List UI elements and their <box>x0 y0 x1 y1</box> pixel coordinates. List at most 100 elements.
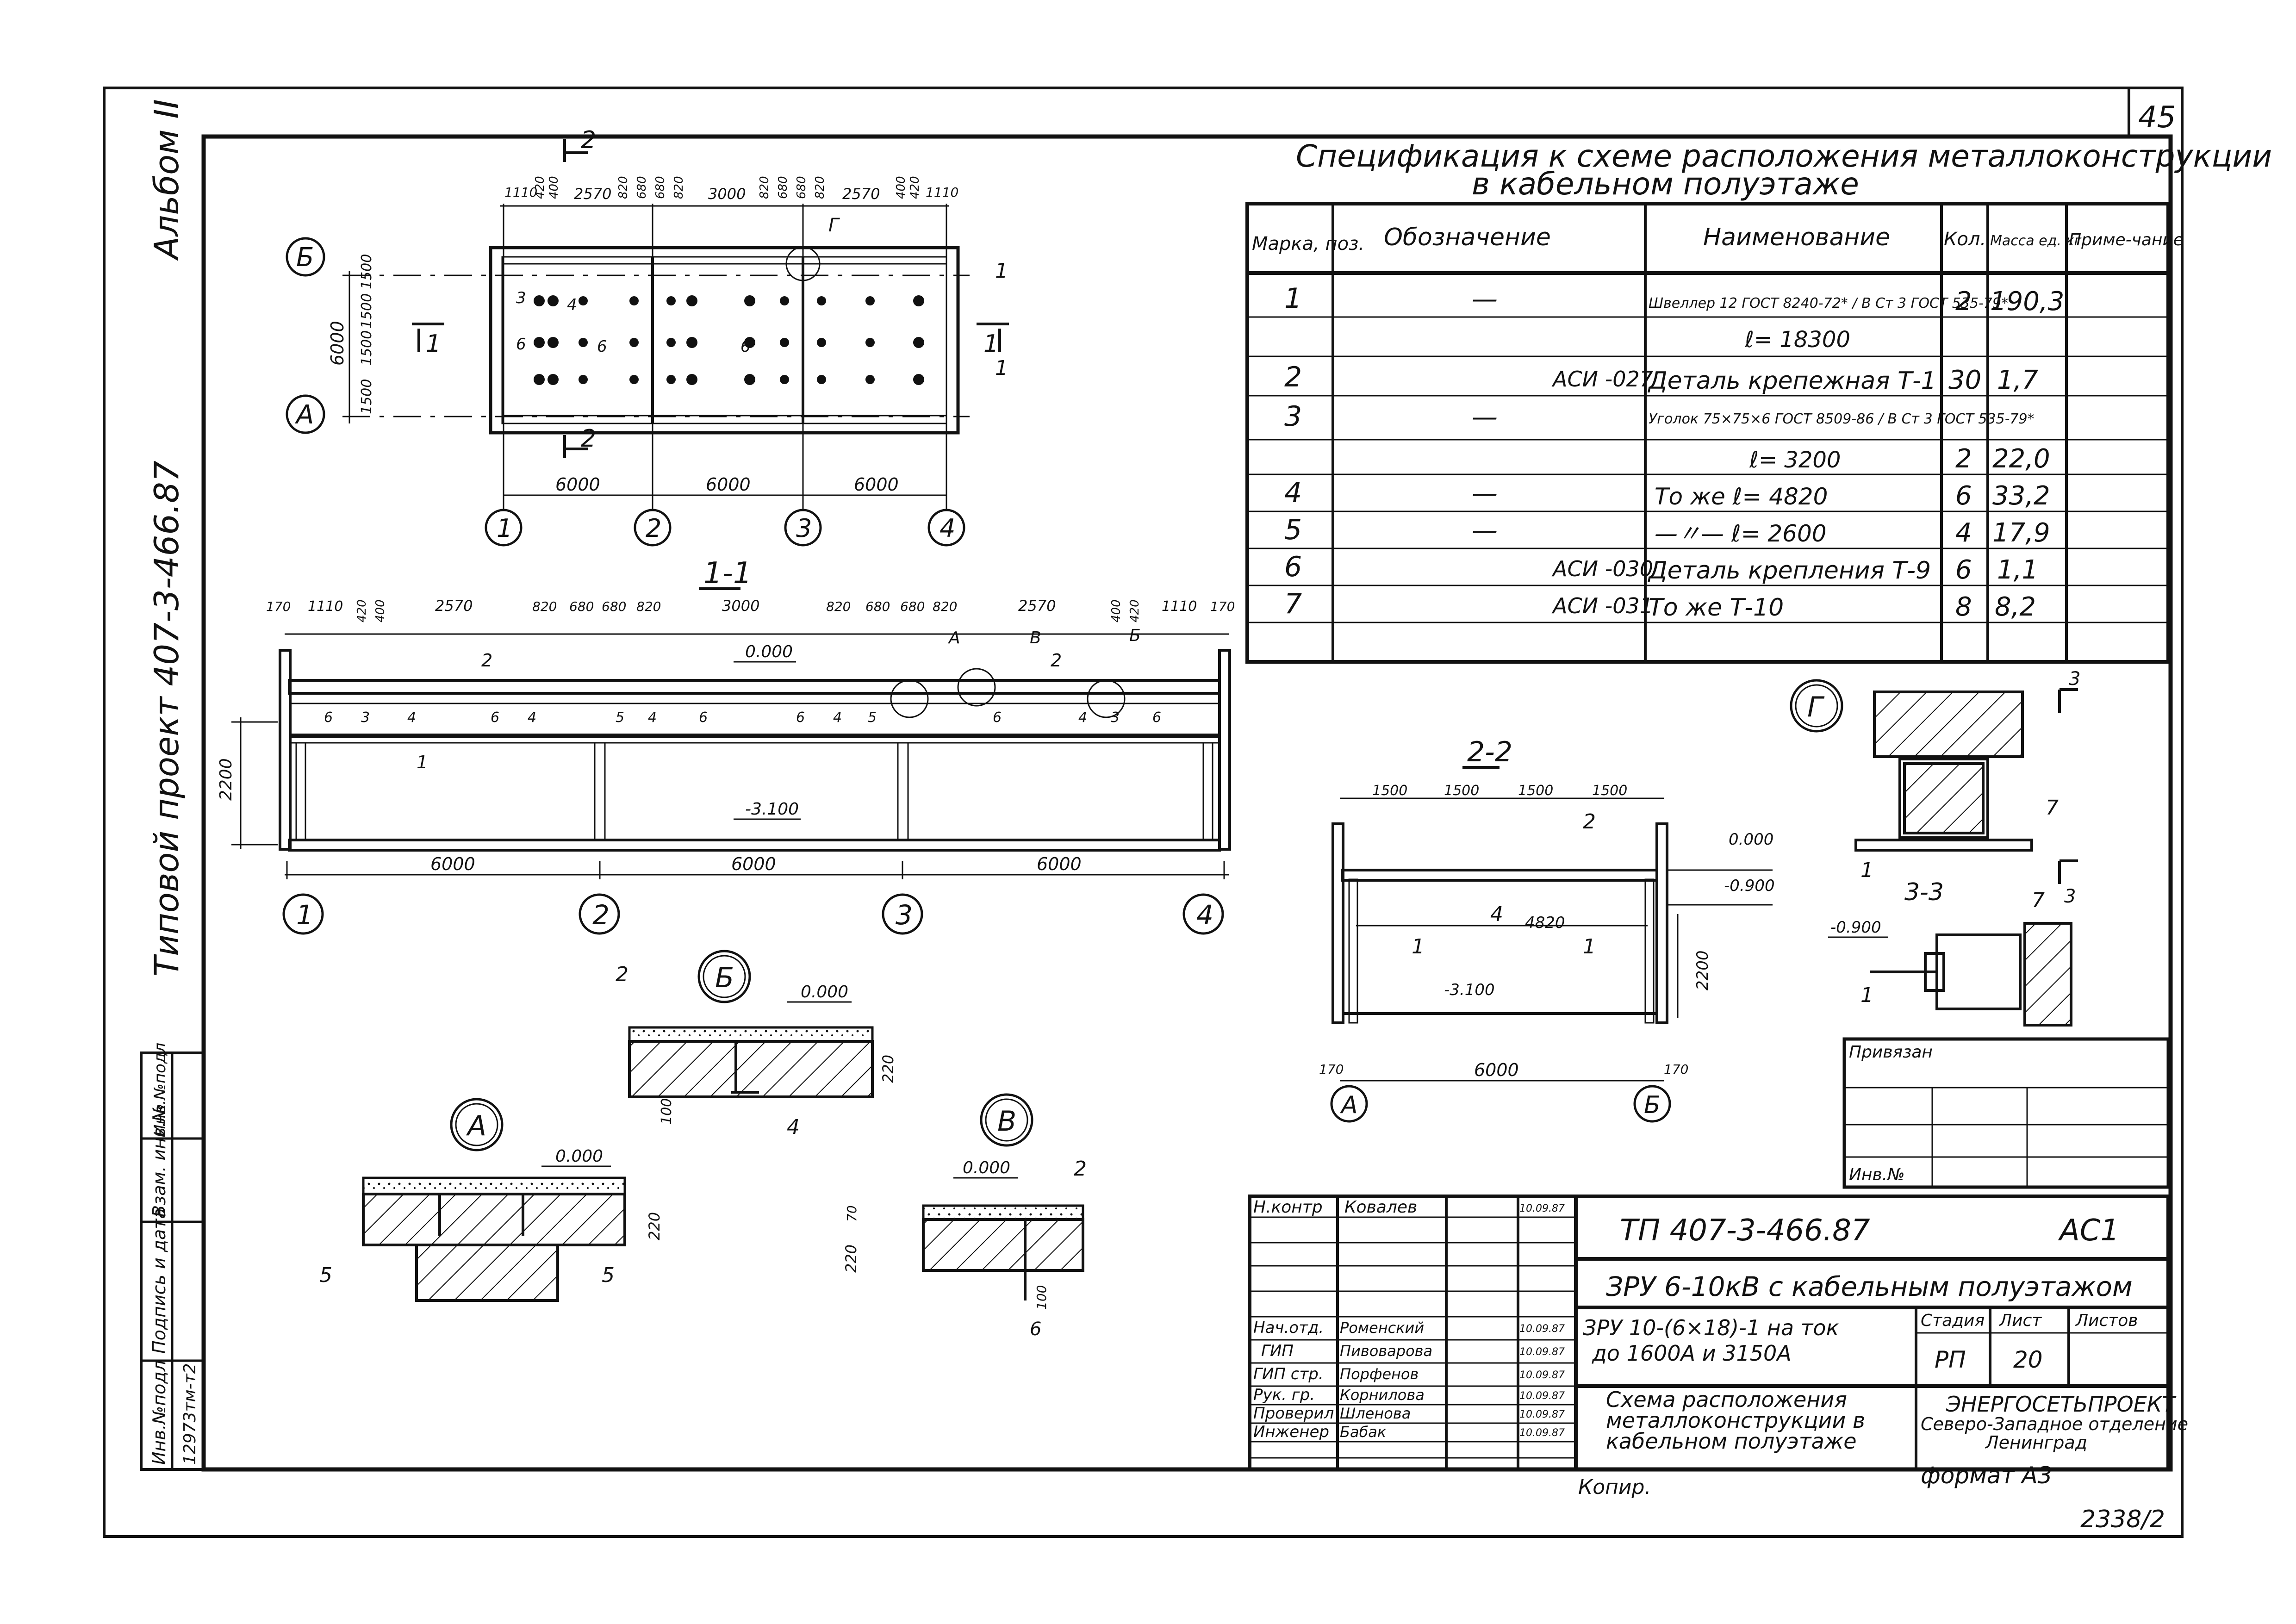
node-b-dim: 100 <box>659 1098 675 1125</box>
spec-row: 5 — —〃— ℓ= 2600 4 17,9 <box>1284 514 2050 548</box>
plan-depth-dim: 6000 <box>327 321 348 366</box>
section11-top-dim: 680 <box>865 599 890 614</box>
section11-pos: 5 <box>616 709 624 726</box>
plan-top-dim: 420 <box>533 176 547 199</box>
spec-row: 3 — Уголок 75×75×6 ГОСТ 8509-86 / В Ст 3… <box>1284 400 2035 433</box>
section11-height: 2200 <box>217 758 236 801</box>
section11-pos: 6 <box>324 709 333 726</box>
title-org-line1: ЭНЕРГОСЕТЬПРОЕКТ <box>1946 1392 2177 1417</box>
section22-top-dim: 1500 <box>1372 783 1407 799</box>
node-b-level: 0.000 <box>801 983 848 1002</box>
spec-cell-mass: 33,2 <box>1992 481 2050 511</box>
plan-top-dim: 680 <box>635 176 649 199</box>
section11-top-dim: 820 <box>933 599 957 614</box>
section11-pos: 2 <box>481 650 492 671</box>
section11-pos: 5 <box>868 709 877 726</box>
spec-cell-name: ℓ= 3200 <box>1749 447 1841 473</box>
plan-pos-label: 4 <box>567 296 577 314</box>
stamp-inv-top: Инв.№подл <box>151 1043 169 1136</box>
plan-section-mark: 2 <box>581 425 596 453</box>
spec-cell-name: То же ℓ= 4820 <box>1655 483 1828 510</box>
section11-top-dim: 400 <box>1109 599 1123 622</box>
plan-pos-label: 3 <box>516 289 526 307</box>
node-a-title: А <box>466 1110 486 1142</box>
staff-role: Нач.отд. <box>1253 1319 1324 1337</box>
spec-header-row: Марка, поз. Обозначение Наименование Кол… <box>1252 224 2184 255</box>
title-sheet: 20 <box>2013 1346 2043 1373</box>
node-a-dim: 220 <box>646 1212 663 1240</box>
section11-span: 6000 <box>1037 854 1082 874</box>
section11-pos: 6 <box>491 709 499 726</box>
section11-span: 6000 <box>731 854 776 874</box>
node-v-dim: 220 <box>842 1244 860 1273</box>
node-g-section: 3 <box>2064 886 2076 907</box>
plan-span-dim: 6000 <box>854 474 899 495</box>
section22-axis: А <box>1340 1091 1358 1119</box>
plan-left-dim: 1500 <box>359 254 375 289</box>
plan-section-mark: 1 <box>983 330 999 358</box>
staff-role: Инженер <box>1253 1423 1329 1441</box>
spec-cell-pos: 4 <box>1284 477 1302 509</box>
title-stage: РП <box>1935 1346 1966 1373</box>
section11-top-dim: 680 <box>602 599 626 614</box>
spec-cell-name: То же Т-10 <box>1649 594 1784 622</box>
stamp-vzam-inv: Взам. инв.№ <box>149 1103 169 1217</box>
section11-level-bottom: -3.100 <box>745 800 799 819</box>
stamp-inv-podl: Инв.№подл <box>149 1360 169 1465</box>
spec-row: ℓ= 3200 2 22,0 <box>1749 444 2050 474</box>
spec-table <box>1245 202 2170 664</box>
node-a-pos: 5 <box>602 1263 615 1287</box>
title-object: ЗРУ 6-10кВ с кабельным полуэтажом <box>1606 1271 2133 1302</box>
section22-structure <box>1332 797 1773 1082</box>
staff-date: 10.09.87 <box>1519 1203 1565 1214</box>
node-a: А 0.000 220 5 5 <box>319 1098 663 1302</box>
section11-top-dim: 1110 <box>308 598 343 615</box>
plan-bolts <box>534 295 924 385</box>
spec-header-mass: Масса ед. кг <box>1990 233 2082 249</box>
sheet-number: 45 <box>2138 100 2176 135</box>
plan-view <box>342 139 1009 509</box>
album-label: Альбом II <box>147 99 186 261</box>
spec-title-line1: Спецификация к схеме расположения металл… <box>1296 138 2272 174</box>
section11-axis: 2 <box>592 899 610 931</box>
section11-pos: 6 <box>993 709 1002 726</box>
spec-cell-qty: 4 <box>1955 518 1972 548</box>
section22-pos: 1 <box>1583 935 1596 958</box>
plan-pos-label: 1 <box>995 356 1008 380</box>
node-v-dim: 100 <box>1034 1285 1049 1310</box>
spec-cell-qty: 8 <box>1955 592 1972 622</box>
spec-row: 2 АСИ -027 Деталь крепежная Т-1 30 1,7 <box>1284 361 2038 395</box>
node-v-level: 0.000 <box>963 1158 1010 1177</box>
side-stamp <box>140 1052 205 1471</box>
section22-edge-dim: 170 <box>1664 1062 1688 1077</box>
spec-cell-name: Деталь крепежная Т-1 <box>1648 367 1936 395</box>
node-g-section: 3 <box>2069 668 2080 690</box>
spec-cell-qty: 2 <box>1955 444 1972 474</box>
plan-axis-label: 2 <box>646 514 661 543</box>
title-org-line2: Северо-Западное отделение <box>1921 1414 2188 1434</box>
node-a-level: 0.000 <box>555 1147 603 1166</box>
plan-section-mark: 2 <box>581 126 596 154</box>
staff-role: Н.контр <box>1253 1198 1323 1217</box>
node-b-title: Б <box>715 962 734 994</box>
spec-cell-pos: 5 <box>1284 514 1302 546</box>
binding-inv: Инв.№ <box>1849 1165 1905 1184</box>
node-g-pos: 7 <box>2046 796 2059 820</box>
node-b-dim: 220 <box>879 1055 897 1083</box>
title-block-text: ТП 407-3-466.87 АС1 ЗРУ 6-10кВ с кабельн… <box>1583 1213 2188 1454</box>
spec-row: 7 АСИ -031 То же Т-10 8 8,2 <box>1284 588 2036 622</box>
spec-cell-designation: АСИ -027 <box>1551 367 1653 392</box>
spec-cell-qty: 30 <box>1948 365 1981 395</box>
plan-top-dim: 820 <box>616 176 630 199</box>
staff-name: Порфенов <box>1340 1365 1419 1383</box>
spec-header-pos: Марка, поз. <box>1252 233 1364 255</box>
plan-top-dim: 420 <box>908 176 922 199</box>
plan-top-dim: 820 <box>813 176 827 199</box>
plan-axis-label: 1 <box>497 514 512 543</box>
section11-callout: А <box>948 628 960 647</box>
project-label: Типовой проект 407-3-466.87 <box>147 460 186 977</box>
title-sheet-label: Лист <box>1998 1311 2042 1330</box>
node-g-pos: 1 <box>1860 859 1873 882</box>
plan-top-dim: 400 <box>547 176 561 199</box>
